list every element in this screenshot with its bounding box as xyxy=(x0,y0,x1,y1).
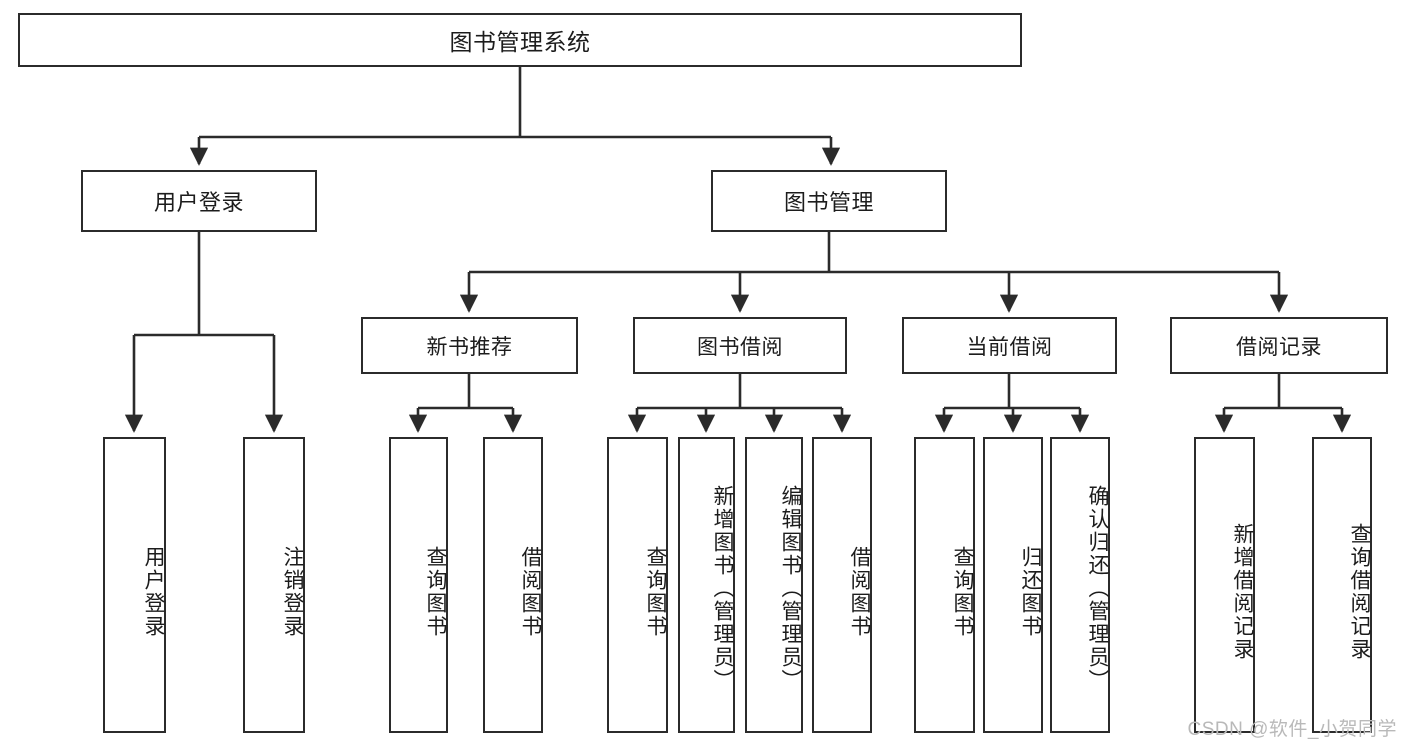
node-leaf-label: 查询图书 xyxy=(951,546,974,638)
node-leaf-return-book[interactable]: 归还图书 xyxy=(983,437,1043,733)
node-leaf-label: 新增图书（管理员） xyxy=(711,484,734,692)
node-leaf-add-borrowing-record[interactable]: 新增借阅记录 xyxy=(1194,437,1255,733)
node-sub-label: 当前借阅 xyxy=(966,335,1053,359)
node-leaf-label: 查询图书 xyxy=(424,546,447,638)
node-leaf-borrow-book[interactable]: 借阅图书 xyxy=(483,437,543,733)
node-leaf-label: 借阅图书 xyxy=(848,546,871,638)
node-sub-label: 借阅记录 xyxy=(1236,335,1322,359)
node-leaf-add-book-admin[interactable]: 新增图书（管理员） xyxy=(678,437,735,733)
node-leaf-user-login[interactable]: 用户登录 xyxy=(103,437,166,733)
edges-current-borrow-to-leaves xyxy=(934,374,1090,433)
node-sub-current-borrowing[interactable]: 当前借阅 xyxy=(902,317,1117,374)
edges-user-login-to-leaves xyxy=(124,232,284,433)
node-leaf-label: 确认归还（管理员） xyxy=(1086,484,1109,692)
node-leaf-label: 查询借阅记录 xyxy=(1348,523,1371,661)
edges-new-book-to-leaves xyxy=(408,374,523,433)
node-leaf-label: 新增借阅记录 xyxy=(1231,523,1254,661)
node-leaf-borrow-book[interactable]: 借阅图书 xyxy=(812,437,872,733)
node-leaf-label: 借阅图书 xyxy=(519,546,542,638)
edges-borrow-record-to-leaves xyxy=(1214,374,1352,433)
node-root-book-management-system[interactable]: 图书管理系统 xyxy=(18,13,1022,67)
edges-root-to-branches xyxy=(189,67,841,166)
edges-borrow-to-leaves xyxy=(627,374,852,433)
node-leaf-query-book[interactable]: 查询图书 xyxy=(389,437,448,733)
node-sub-new-book-recommendation[interactable]: 新书推荐 xyxy=(361,317,578,374)
node-leaf-label: 编辑图书（管理员） xyxy=(779,484,802,692)
node-sub-label: 图书借阅 xyxy=(697,335,783,359)
node-branch-label: 用户登录 xyxy=(153,190,244,215)
node-sub-borrowing-record[interactable]: 借阅记录 xyxy=(1170,317,1388,374)
node-leaf-query-book[interactable]: 查询图书 xyxy=(607,437,668,733)
edges-book-mgmt-to-subnodes xyxy=(459,232,1289,313)
node-leaf-label: 归还图书 xyxy=(1019,546,1042,638)
node-branch-user-login[interactable]: 用户登录 xyxy=(81,170,317,232)
node-leaf-label: 用户登录 xyxy=(142,546,165,638)
node-leaf-label: 注销登录 xyxy=(281,546,304,638)
node-leaf-query-book[interactable]: 查询图书 xyxy=(914,437,975,733)
node-sub-book-borrowing[interactable]: 图书借阅 xyxy=(633,317,847,374)
node-leaf-edit-book-admin[interactable]: 编辑图书（管理员） xyxy=(745,437,803,733)
node-leaf-confirm-return-admin[interactable]: 确认归还（管理员） xyxy=(1050,437,1110,733)
node-sub-label: 新书推荐 xyxy=(426,335,513,359)
watermark-text: CSDN @软件_小贺同学 xyxy=(1187,719,1397,740)
node-leaf-logout[interactable]: 注销登录 xyxy=(243,437,305,733)
node-branch-book-management[interactable]: 图书管理 xyxy=(711,170,947,232)
node-branch-label: 图书管理 xyxy=(783,190,874,215)
node-leaf-query-borrowing-record[interactable]: 查询借阅记录 xyxy=(1312,437,1372,733)
node-leaf-label: 查询图书 xyxy=(644,546,667,638)
